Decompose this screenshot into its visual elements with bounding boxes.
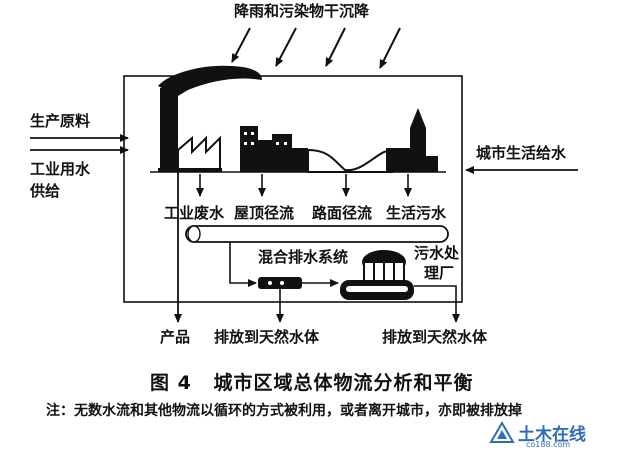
figure-number: 图 4 <box>150 372 192 394</box>
plant-discharge <box>414 285 460 323</box>
treatment-plant-icon <box>340 250 414 300</box>
houses-icon <box>386 108 438 172</box>
figure-title: 城市区域总体物流分析和平衡 <box>213 372 474 394</box>
material-flow-diagram: 降雨和污染物干沉降 生产原料 工业用水 供给 城市生活给水 工业废水 屋顶径流 … <box>29 2 578 346</box>
wwtp-label-2: 理厂 <box>424 264 454 282</box>
drainage-pipe <box>185 225 449 243</box>
raw-materials-label: 生产原料 <box>30 112 90 130</box>
terrain-icon <box>307 148 393 173</box>
discharge-right-label: 排放到天然水体 <box>382 328 488 346</box>
mixed-drainage-label: 混合排水系统 <box>258 248 348 266</box>
figure-caption: 图 4 城市区域总体物流分析和平衡 <box>150 368 473 395</box>
overflow-unit-icon <box>258 277 302 289</box>
pipe-to-overflow <box>229 242 257 287</box>
industrial-wastewater-label: 工业废水 <box>164 204 225 222</box>
domestic-sewage-label: 生活污水 <box>386 204 447 222</box>
watermark-logo-icon <box>489 421 515 443</box>
road-runoff-label: 路面径流 <box>312 204 372 222</box>
industrial-water-label-2: 供给 <box>29 182 60 200</box>
roof-runoff-label: 屋顶径流 <box>234 204 294 222</box>
deposition-label: 降雨和污染物干沉降 <box>234 2 370 20</box>
site-watermark: 土木在线 co188.com <box>488 420 628 449</box>
input-arrows-left <box>30 134 129 154</box>
watermark-sub: co188.com <box>526 440 571 449</box>
factory-icon <box>158 65 262 172</box>
figure-note: 注：无数水流和其他物流以循环的方式被利用，或者离开城市，亦即被排放掉 <box>46 403 522 419</box>
city-water-label: 城市生活给水 <box>476 144 567 162</box>
buildings-icon <box>240 126 308 172</box>
industrial-water-label: 工业用水 <box>30 160 91 178</box>
products-label: 产品 <box>160 328 190 346</box>
watermark-main: 土木在线 <box>518 425 586 445</box>
discharge-left-label: 排放到天然水体 <box>214 328 320 346</box>
deposition-arrows <box>231 27 401 69</box>
source-arrows <box>196 174 412 197</box>
wwtp-label-1: 污水处 <box>414 244 460 262</box>
city-boundary <box>123 75 463 303</box>
